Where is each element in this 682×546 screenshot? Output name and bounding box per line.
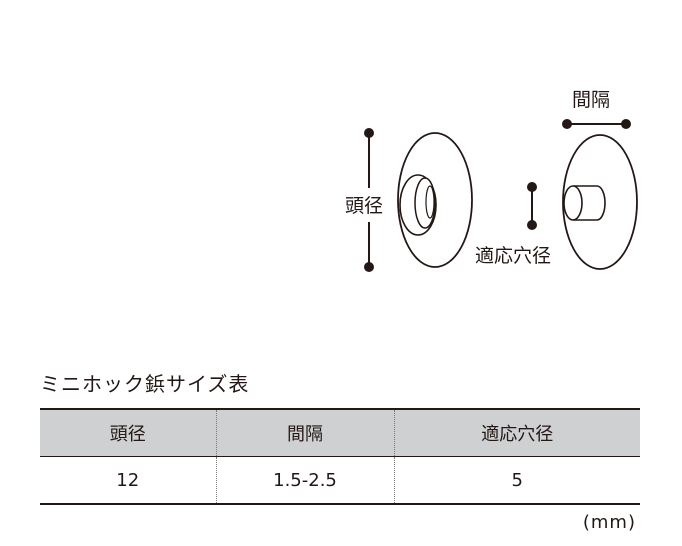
table-header-row: 頭径 間隔 適応穴径 xyxy=(40,408,640,457)
gap-dimension: 間隔 xyxy=(562,89,631,129)
cell-head-diameter: 12 xyxy=(40,456,216,505)
head-diameter-label: 頭径 xyxy=(345,195,383,217)
table-row: 12 1.5-2.5 5 xyxy=(40,456,640,505)
cell-hole-diameter: 5 xyxy=(393,456,640,505)
rivet-dimension-diagram: 頭径 間隔 適応穴径 xyxy=(345,89,638,272)
head-diameter-dimension: 頭径 xyxy=(345,128,383,272)
gap-label: 間隔 xyxy=(572,89,610,111)
unit-note: (mm) xyxy=(582,512,636,533)
cell-gap: 1.5-2.5 xyxy=(215,456,394,505)
rivet-post-illustration xyxy=(562,134,638,270)
rivet-cap-illustration xyxy=(397,132,473,268)
hole-diameter-dimension: 適応穴径 xyxy=(475,182,551,267)
size-table: 頭径 間隔 適応穴径 12 1.5-2.5 5 xyxy=(40,408,640,505)
header-gap: 間隔 xyxy=(215,408,394,457)
header-hole-diameter: 適応穴径 xyxy=(393,408,640,457)
header-head-diameter: 頭径 xyxy=(40,408,216,457)
hole-diameter-label: 適応穴径 xyxy=(475,245,551,267)
size-table-title: ミニホック鋲サイズ表 xyxy=(40,372,250,396)
